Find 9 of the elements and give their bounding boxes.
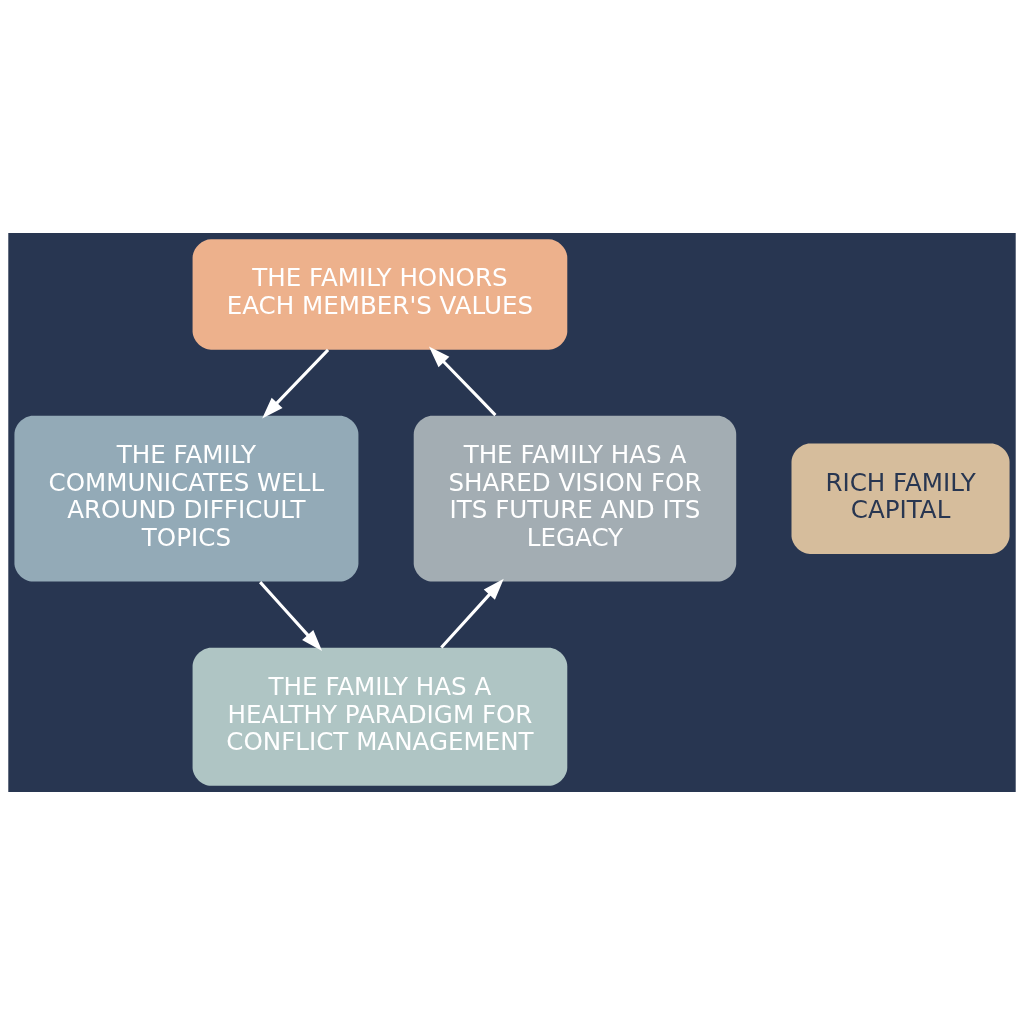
arrow: [428, 346, 497, 416]
arrow: [262, 348, 330, 418]
node-box: THE FAMILY COMMUNICATES WELL AROUND DIFFICULT TOPICS: [14, 415, 359, 582]
arrow: [259, 580, 323, 651]
node-box: THE FAMILY HAS A HEALTHY PARADIGM FOR CONFLICT MANAGEMENT: [192, 647, 568, 786]
node-box: RICH FAMILY CAPITAL: [791, 442, 1010, 554]
node-box: THE FAMILY HONORS EACH MEMBER'S VALUES: [192, 238, 568, 350]
node-box: THE FAMILY HAS A SHARED VISION FOR ITS FUTURE AND ITS LEGACY: [413, 415, 737, 582]
arrow: [440, 578, 504, 649]
